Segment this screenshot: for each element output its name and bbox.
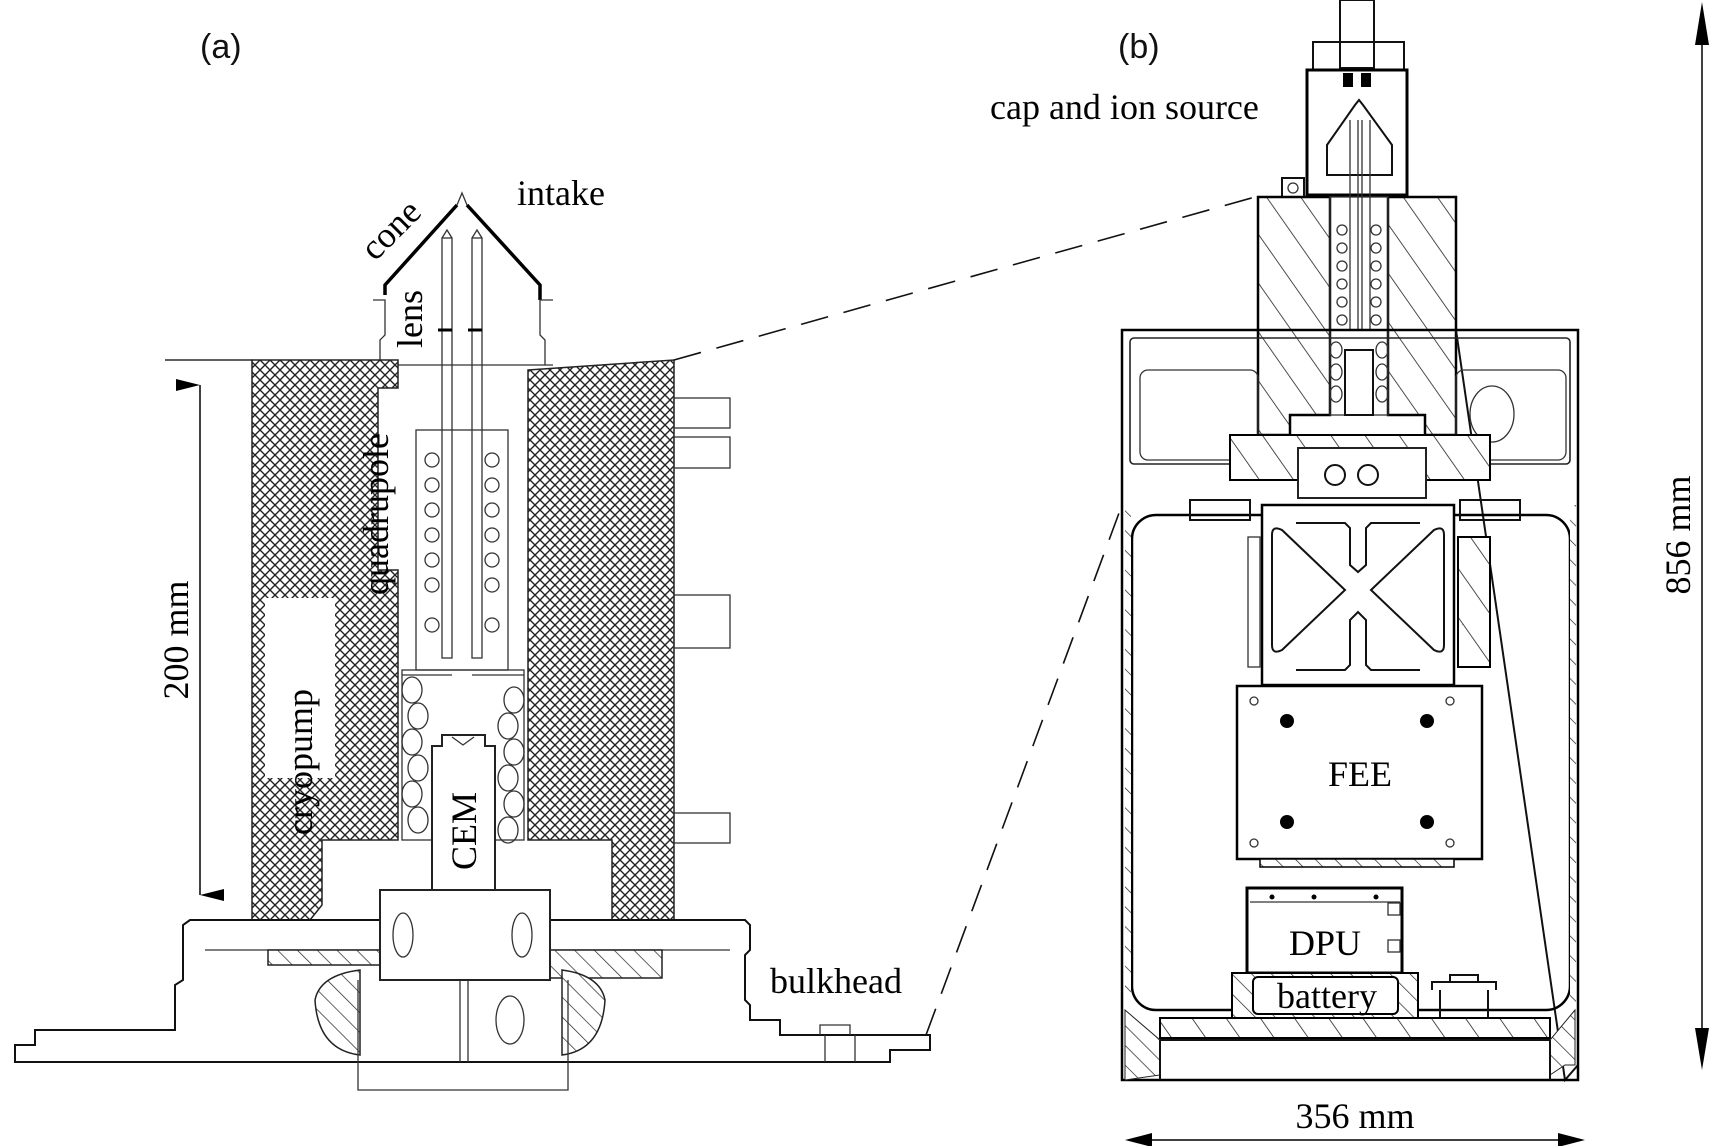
cryopump-body (251, 359, 675, 921)
cem-rings (401, 676, 525, 844)
dimension-856mm: 856 mm (1658, 2, 1709, 1070)
zoom-dashed-line-bottom (925, 504, 1123, 1036)
cone-housing (373, 299, 553, 365)
lens-rod-left (441, 237, 453, 659)
panel-b: (b) (990, 0, 1709, 1146)
cone-assembly (373, 191, 553, 659)
dimension-200mm: 200 mm (156, 359, 252, 901)
lens-label: lens (390, 290, 430, 348)
fee-label: FEE (1328, 754, 1392, 794)
connector-tabs (673, 397, 731, 844)
cryopump-label-window (265, 598, 335, 778)
interface-block (1189, 434, 1521, 521)
intake-tip (456, 191, 468, 206)
dimension-200mm-label: 200 mm (156, 580, 196, 699)
cryopump-label: cryopump (280, 689, 320, 835)
dpu-battery-stack: DPU battery (1231, 886, 1497, 1019)
lens-rod-right (471, 237, 483, 659)
cap-ion-source-label: cap and ion source (990, 87, 1259, 127)
hatched-column (1256, 195, 1458, 437)
cap-ion-source (1281, 0, 1409, 330)
zoom-dashed-line-top (673, 196, 1256, 361)
bulkhead-label: bulkhead (770, 961, 902, 1001)
quadrupole-rings (424, 452, 500, 633)
dpu-label: DPU (1289, 923, 1361, 963)
cem-label: CEM (444, 792, 484, 870)
quadrupole-label: quadrupole (356, 433, 396, 595)
base-plate (1124, 1008, 1576, 1081)
dimension-356mm: 356 mm (1125, 1096, 1585, 1146)
panel-a-label: (a) (200, 28, 242, 66)
intake-label: intake (517, 173, 605, 213)
dimension-356mm-label: 356 mm (1295, 1096, 1414, 1136)
bulkhead-assembly (14, 889, 931, 1091)
cone-outline (383, 203, 542, 300)
fee-box: FEE (1235, 684, 1484, 868)
panel-a: (a) (14, 28, 931, 1091)
panel-b-label: (b) (1118, 28, 1160, 66)
quadrupole-assembly (401, 429, 525, 921)
battery-label: battery (1277, 976, 1377, 1016)
cone-label: cone (352, 191, 428, 267)
support-frame (1247, 503, 1491, 687)
dimension-856mm-label: 856 mm (1658, 475, 1698, 594)
cryopump-right-hatch (527, 359, 675, 921)
